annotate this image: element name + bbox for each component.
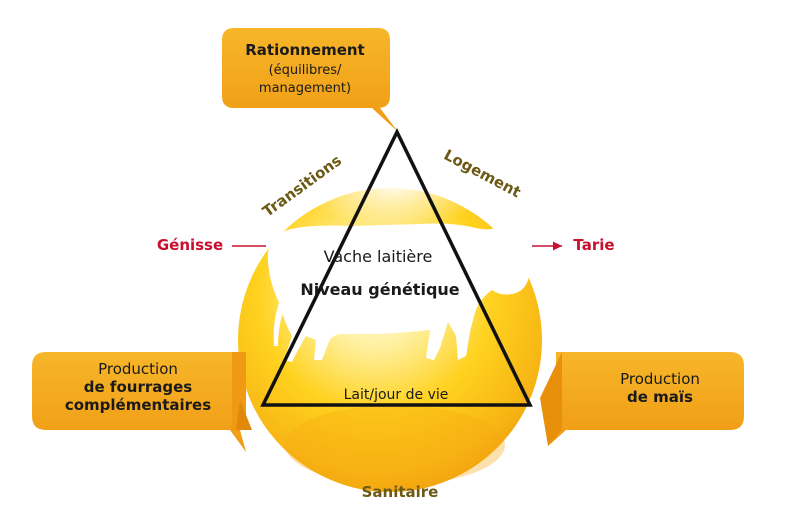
callout-rationnement: Rationnement (équilibres/ management) xyxy=(222,28,398,132)
callout-mais-line2: de maïs xyxy=(627,388,693,406)
label-tarie: Tarie xyxy=(573,236,614,254)
callout-fourrages-line1: Production xyxy=(98,360,178,378)
label-genisse: Génisse xyxy=(157,236,223,254)
callout-rationnement-line2: (équilibres/ xyxy=(269,63,342,78)
callout-fourrages-line2: de fourrages xyxy=(84,378,192,396)
triangle-frame xyxy=(260,128,533,407)
callout-rationnement-line3: management) xyxy=(259,81,351,96)
center-title: Vache laitière xyxy=(324,247,433,266)
label-sanitaire: Sanitaire xyxy=(362,483,439,501)
center-base: Lait/jour de vie xyxy=(344,387,449,403)
callout-fourrages-line3: complémentaires xyxy=(65,396,211,414)
callout-mais: Production de maïs xyxy=(540,352,744,446)
center-subtitle: Niveau génétique xyxy=(300,280,459,299)
callout-mais-line1: Production xyxy=(620,370,700,388)
callout-rationnement-line1: Rationnement xyxy=(245,41,364,59)
callout-fourrages: Production de fourrages complémentaires xyxy=(32,352,252,452)
cow-silhouette xyxy=(267,214,532,362)
